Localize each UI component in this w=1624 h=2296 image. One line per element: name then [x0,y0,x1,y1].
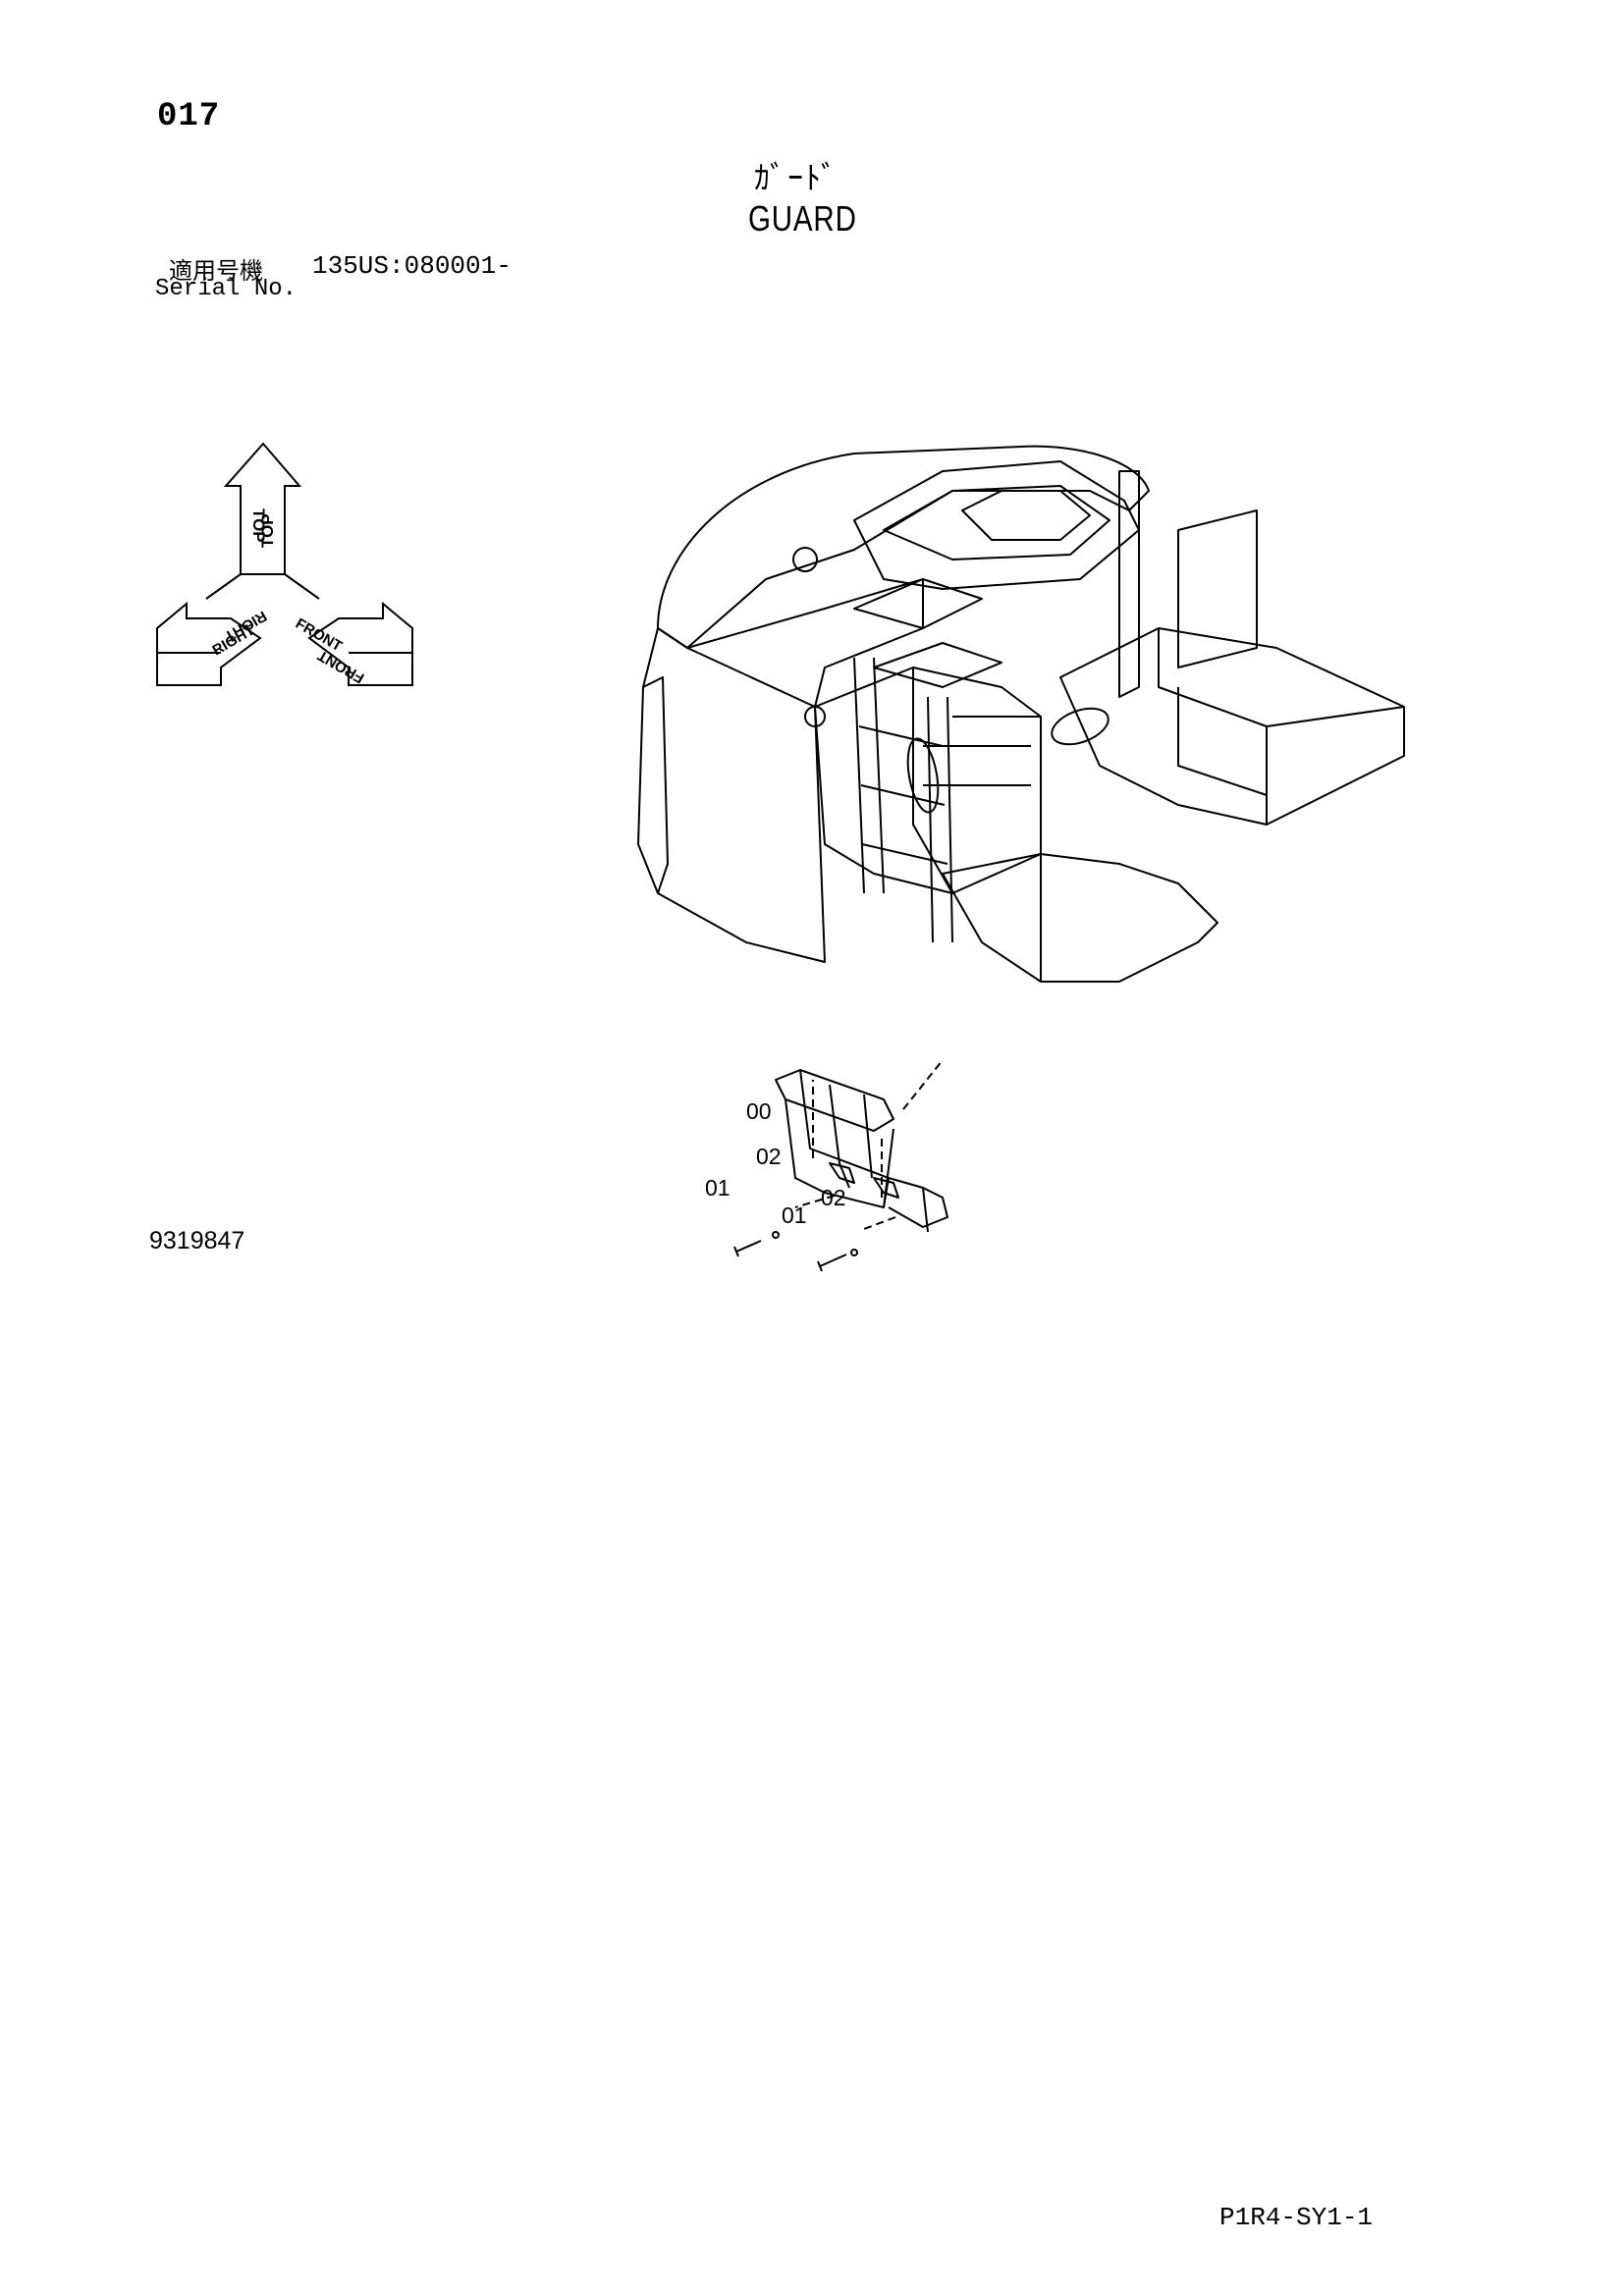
ladder-rail-left [853,657,885,894]
page-number: 017 [157,98,221,135]
left-housing [637,627,826,963]
callout-00: 00 [746,1098,772,1124]
top-arrow [223,442,302,575]
guard-assembly-drawing: 00 02 01 02 01 [637,445,1405,1272]
front-arrow [307,601,413,686]
callout-02-upper: 02 [756,1144,782,1169]
serial-label-japanese: 適用号機 [169,257,263,285]
callout-02-lower: 02 [821,1185,846,1210]
ladder-rail-right [927,696,953,943]
callout-01-right: 01 [782,1202,807,1228]
callout-01-left: 01 [705,1175,731,1201]
washer-1 [772,1231,780,1239]
top-label: TOP [249,508,268,543]
swing-frame [1059,627,1405,826]
footer-code: P1R4-SY1-1 [1219,2203,1374,2232]
title-japanese: ｶﾞｰﾄﾞ [754,159,839,196]
serial-label-english: Serial No. [155,276,298,302]
bolt-2 [817,1254,847,1272]
upper-structure [657,445,1150,649]
step-platform [942,853,1218,983]
title-english: GUARD [748,198,857,239]
orientation-indicator: TOP TOP RIGHT RIGHT FRONT FRONT [156,442,413,686]
serial-value: 135US:080001- [312,251,512,281]
drawing-number: 9319847 [149,1227,245,1255]
right-arrow [156,601,262,686]
top-label-mirror: TOP [258,513,277,548]
front-label: FRONT [293,615,345,656]
washer-2 [850,1249,858,1256]
bolt-1 [733,1240,762,1257]
